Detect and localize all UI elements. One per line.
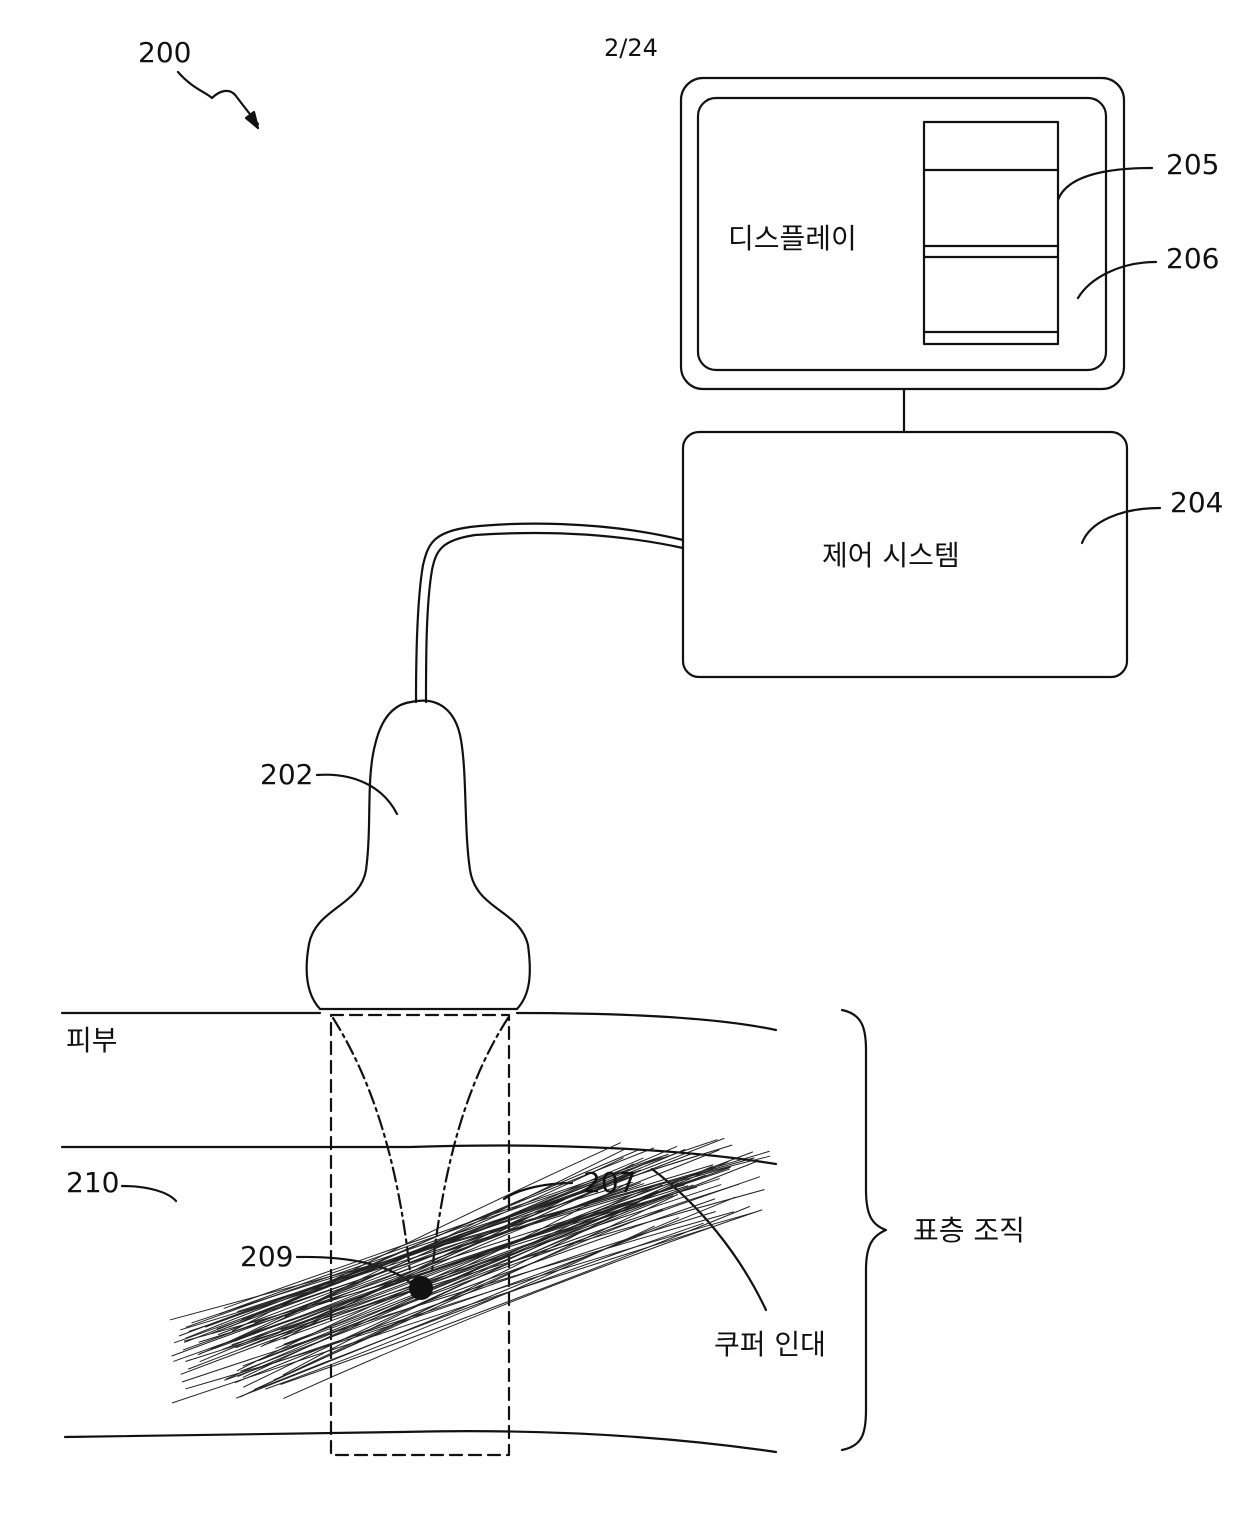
ref-207: 207: [583, 1166, 636, 1199]
display-label: 디스플레이: [728, 222, 857, 255]
figure-arrow: [178, 72, 258, 124]
sheet-number: 2/24: [604, 34, 658, 62]
control-label: 제어 시스템: [822, 539, 960, 572]
focal-point: [409, 1276, 433, 1300]
ref-204: 204: [1170, 486, 1223, 519]
tissue-line-bottom: [65, 1431, 776, 1452]
ref-206: 206: [1166, 242, 1219, 275]
tissue-line-middle: [62, 1146, 776, 1164]
display-panel: [924, 122, 1058, 344]
leader-204: [1082, 508, 1160, 543]
skin-label: 피부: [66, 1024, 118, 1057]
probe-cable-inner: [426, 533, 683, 702]
superficial-brace: [842, 1010, 886, 1450]
superficial-tissue-label: 표층 조직: [913, 1214, 1025, 1247]
ref-202: 202: [260, 758, 313, 791]
leader-202: [317, 775, 397, 814]
ligament-fiber: [281, 1207, 750, 1385]
beam-left: [333, 1018, 410, 1272]
ultrasound-probe: [307, 701, 530, 1009]
leader-206: [1078, 262, 1156, 298]
cooper-ligament-label: 쿠퍼 인대: [714, 1328, 826, 1361]
leader-210: [122, 1186, 176, 1201]
ref-205: 205: [1166, 148, 1219, 181]
ref-210: 210: [66, 1166, 119, 1199]
ligament-fiber: [243, 1191, 658, 1378]
probe-cable: [416, 524, 683, 702]
figure-arrow-head: [246, 112, 258, 128]
ref-209: 209: [240, 1240, 293, 1273]
ligament-fiber: [170, 1151, 769, 1319]
figure-number: 200: [138, 36, 191, 69]
